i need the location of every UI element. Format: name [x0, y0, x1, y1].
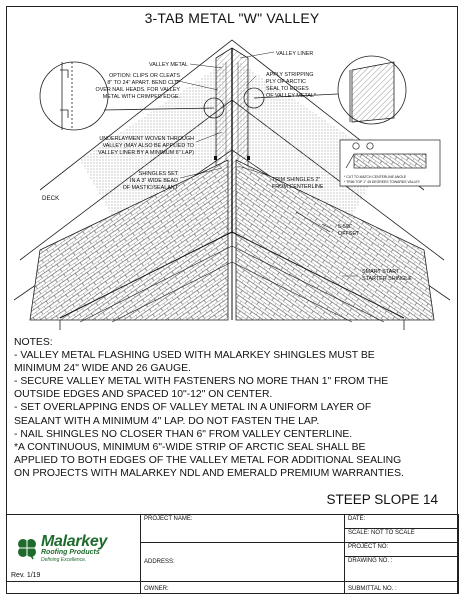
label-valley-liner: VALLEY LINER [276, 51, 313, 57]
label-shingles-set-1: SHINGLES SET [139, 171, 179, 177]
label-shingles-set-3: OF MASTIC/SEALANT [123, 185, 179, 191]
label-shingles-set-2: IN A 3" WIDE BEAD [130, 178, 178, 184]
logo-cell: Malarkey Roofing Products Defining Excel… [6, 514, 141, 582]
label-trim-shingles-1: TRIM SHINGLES 2" [272, 177, 320, 183]
valley-centerline [59, 231, 405, 320]
title-block: Malarkey Roofing Products Defining Excel… [6, 514, 459, 594]
trim-detail [339, 139, 441, 187]
label-valley-metal: VALLEY METAL [149, 62, 188, 68]
note-line: ON PROJECTS WITH MALARKEY NDL AND EMERAL… [14, 467, 404, 479]
drawing-no-field: DRAWING NO. : [344, 556, 459, 582]
project-no-field: PROJECT NO: [344, 542, 459, 557]
notes-heading: NOTES: [14, 337, 53, 348]
revision: Rev. 1/19 [11, 572, 41, 579]
label-underlayment-2: VALLEY (MAY ALSO BE APPLIED TO [103, 143, 194, 149]
starter-lines [79, 245, 385, 323]
leader-lines [173, 51, 358, 277]
label-offset-1: 5-5/8" [338, 224, 352, 230]
date-field: DATE: [344, 514, 459, 529]
note-line: - SET OVERLAPPING ENDS OF VALLEY METAL I… [14, 402, 372, 414]
note-line: - VALLEY METAL FLASHING USED WITH MALARK… [14, 350, 375, 362]
address-field: ADDRESS: [140, 542, 345, 582]
label-option-clips-2: 8" TO 24" APART. BEND CLIP [107, 80, 180, 86]
label-apply-stripping-1: APPLY STRIPPING [266, 72, 313, 78]
underlayment-right [236, 60, 384, 230]
underlayment-left [80, 60, 228, 230]
label-offset-2: OFFSET [338, 231, 360, 237]
drawing-title: 3-TAB METAL "W" VALLEY [144, 10, 320, 26]
label-cut-note-2: * TRIM TOP 1" 45 DEGREES TOWARDS VALLEY [344, 180, 421, 184]
scale-field: SCALE: NOT TO SCALE [344, 528, 459, 543]
note-line: SEALANT WITH A MINIMUM 4" LAP. DO NOT FA… [14, 415, 320, 427]
sheet-border [6, 6, 458, 594]
note-line: - SECURE VALLEY METAL WITH FASTENERS NO … [14, 376, 389, 388]
logo-name: Malarkey [41, 532, 108, 550]
detail-callout-seal [243, 55, 407, 125]
logo-tagline: Defining Excellence. [41, 556, 87, 563]
label-smart-start-1: SMART START [362, 269, 400, 275]
nails [214, 156, 250, 160]
submittal-no-field: SUBMITTAL NO. : [344, 581, 459, 594]
label-apply-stripping-4: OF VALLEY METAL* [266, 93, 317, 99]
label-underlayment-3: VALLEY LINER BY A MINIMUM 6" LAP) [98, 150, 194, 156]
shingles-left [29, 159, 229, 321]
label-apply-stripping-2: PLY OF ARCTIC [266, 79, 306, 85]
offset-marker [295, 211, 335, 233]
label-smart-start-2: STARTER SHINGLE [362, 276, 412, 282]
note-line: APPLIED TO BOTH EDGES OF THE VALLEY META… [14, 454, 402, 466]
label-option-clips-1: OPTION: CLIPS OR CLEATS [109, 73, 180, 79]
notes-section: NOTES: - VALLEY METAL FLASHING USED WITH… [14, 336, 454, 480]
sheet-id: STEEP SLOPE 14 [326, 492, 438, 507]
label-trim-shingles-2: FROM CENTERLINE [272, 184, 324, 190]
note-line: OUTSIDE EDGES AND SPACED 10"-12" ON CENT… [14, 389, 273, 401]
clover-icon [18, 539, 36, 560]
valley-drawing: VALLEY LINER VALLEY METAL OPTION: CLIPS … [13, 39, 451, 330]
label-apply-stripping-3: SEAL TO EDGES [266, 86, 309, 92]
label-option-clips-4: METAL WITH CRIMPED EDGE. [103, 94, 180, 100]
project-name-field: PROJECT NAME: [140, 514, 345, 543]
label-cut-note-1: * CUT TO MATCH CENTERLINE ANGLE [344, 175, 407, 179]
note-line: MINIMUM 24" WIDE AND 26 GAUGE. [14, 363, 191, 375]
label-underlayment-1: UNDERLAYMENT WOVEN THROUGH [99, 136, 194, 142]
shingles-right [235, 159, 435, 321]
malarkey-logo: Malarkey Roofing Products Defining Excel… [15, 532, 140, 563]
detail-callout-clip [39, 61, 225, 131]
label-deck: DECK [42, 195, 60, 202]
label-option-clips-3: OVER NAIL HEADS. FOR VALLEY [96, 87, 181, 93]
note-line: *A CONTINUOUS, MINIMUM 6"-WIDE STRIP OF … [14, 441, 366, 453]
logo-sub: Roofing Products [41, 548, 100, 556]
owner-field: OWNER: [140, 581, 345, 594]
note-line: - NAIL SHINGLES NO CLOSER THAN 6" FROM V… [14, 428, 353, 440]
